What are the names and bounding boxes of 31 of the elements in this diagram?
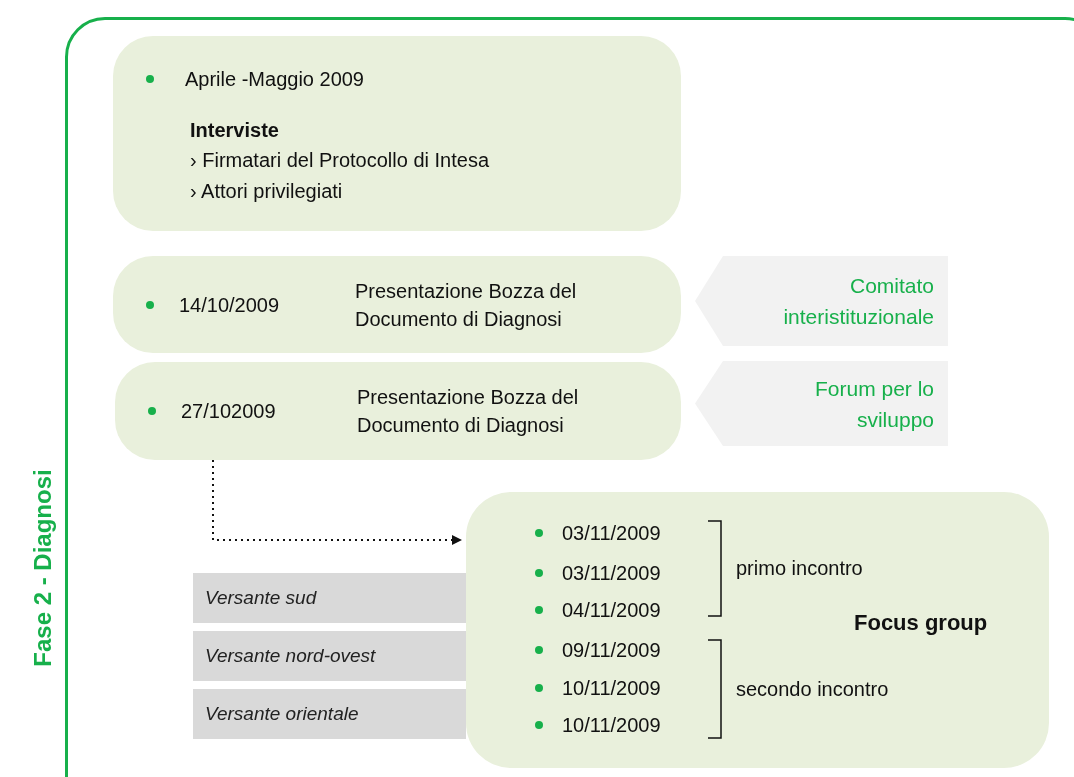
phase-title: Fase 2 - Diagnosi: [29, 468, 57, 669]
event-description: Presentazione Bozza del Documento di Diagnosi: [357, 385, 580, 438]
date-text: 03/11/2009: [562, 561, 661, 585]
focus-group-box: [466, 492, 1049, 768]
date-text: 09/11/2009: [562, 638, 661, 662]
meeting-label: primo incontro: [736, 556, 863, 580]
tag-label: Forum per lo sviluppo: [813, 375, 934, 433]
event-box: [113, 256, 681, 353]
event-description: Presentazione Bozza del Documento di Diagnosi: [355, 278, 578, 332]
slope-bar: [193, 573, 466, 623]
date-text: 27/102009: [181, 399, 276, 423]
date-text: 14/10/2009: [179, 292, 280, 317]
date-text: 10/11/2009: [562, 676, 661, 700]
slope-label: Versante sud: [205, 587, 317, 609]
date-text: 10/11/2009: [562, 713, 661, 737]
slope-label: Versante nord-ovest: [205, 645, 376, 667]
period-box: [113, 36, 681, 231]
list-item: › Firmatari del Protocollo di Intesa: [190, 148, 489, 172]
slope-label: Versante orientale: [205, 703, 359, 725]
dotted-arrow: [212, 459, 462, 545]
group-heading: Focus group: [854, 611, 988, 635]
period-text: Aprile -Maggio 2009: [185, 67, 364, 91]
slope-bar: [193, 631, 466, 681]
meeting-label: secondo incontro: [736, 677, 889, 701]
tag-label: Comitato interistituzionale: [782, 273, 934, 330]
date-text: 03/11/2009: [562, 521, 661, 545]
list-item: › Attori privilegiati: [190, 179, 343, 203]
slope-bar: [193, 689, 466, 739]
section-heading: Interviste: [190, 118, 279, 142]
date-text: 04/11/2009: [562, 598, 661, 622]
event-box: [115, 362, 681, 460]
